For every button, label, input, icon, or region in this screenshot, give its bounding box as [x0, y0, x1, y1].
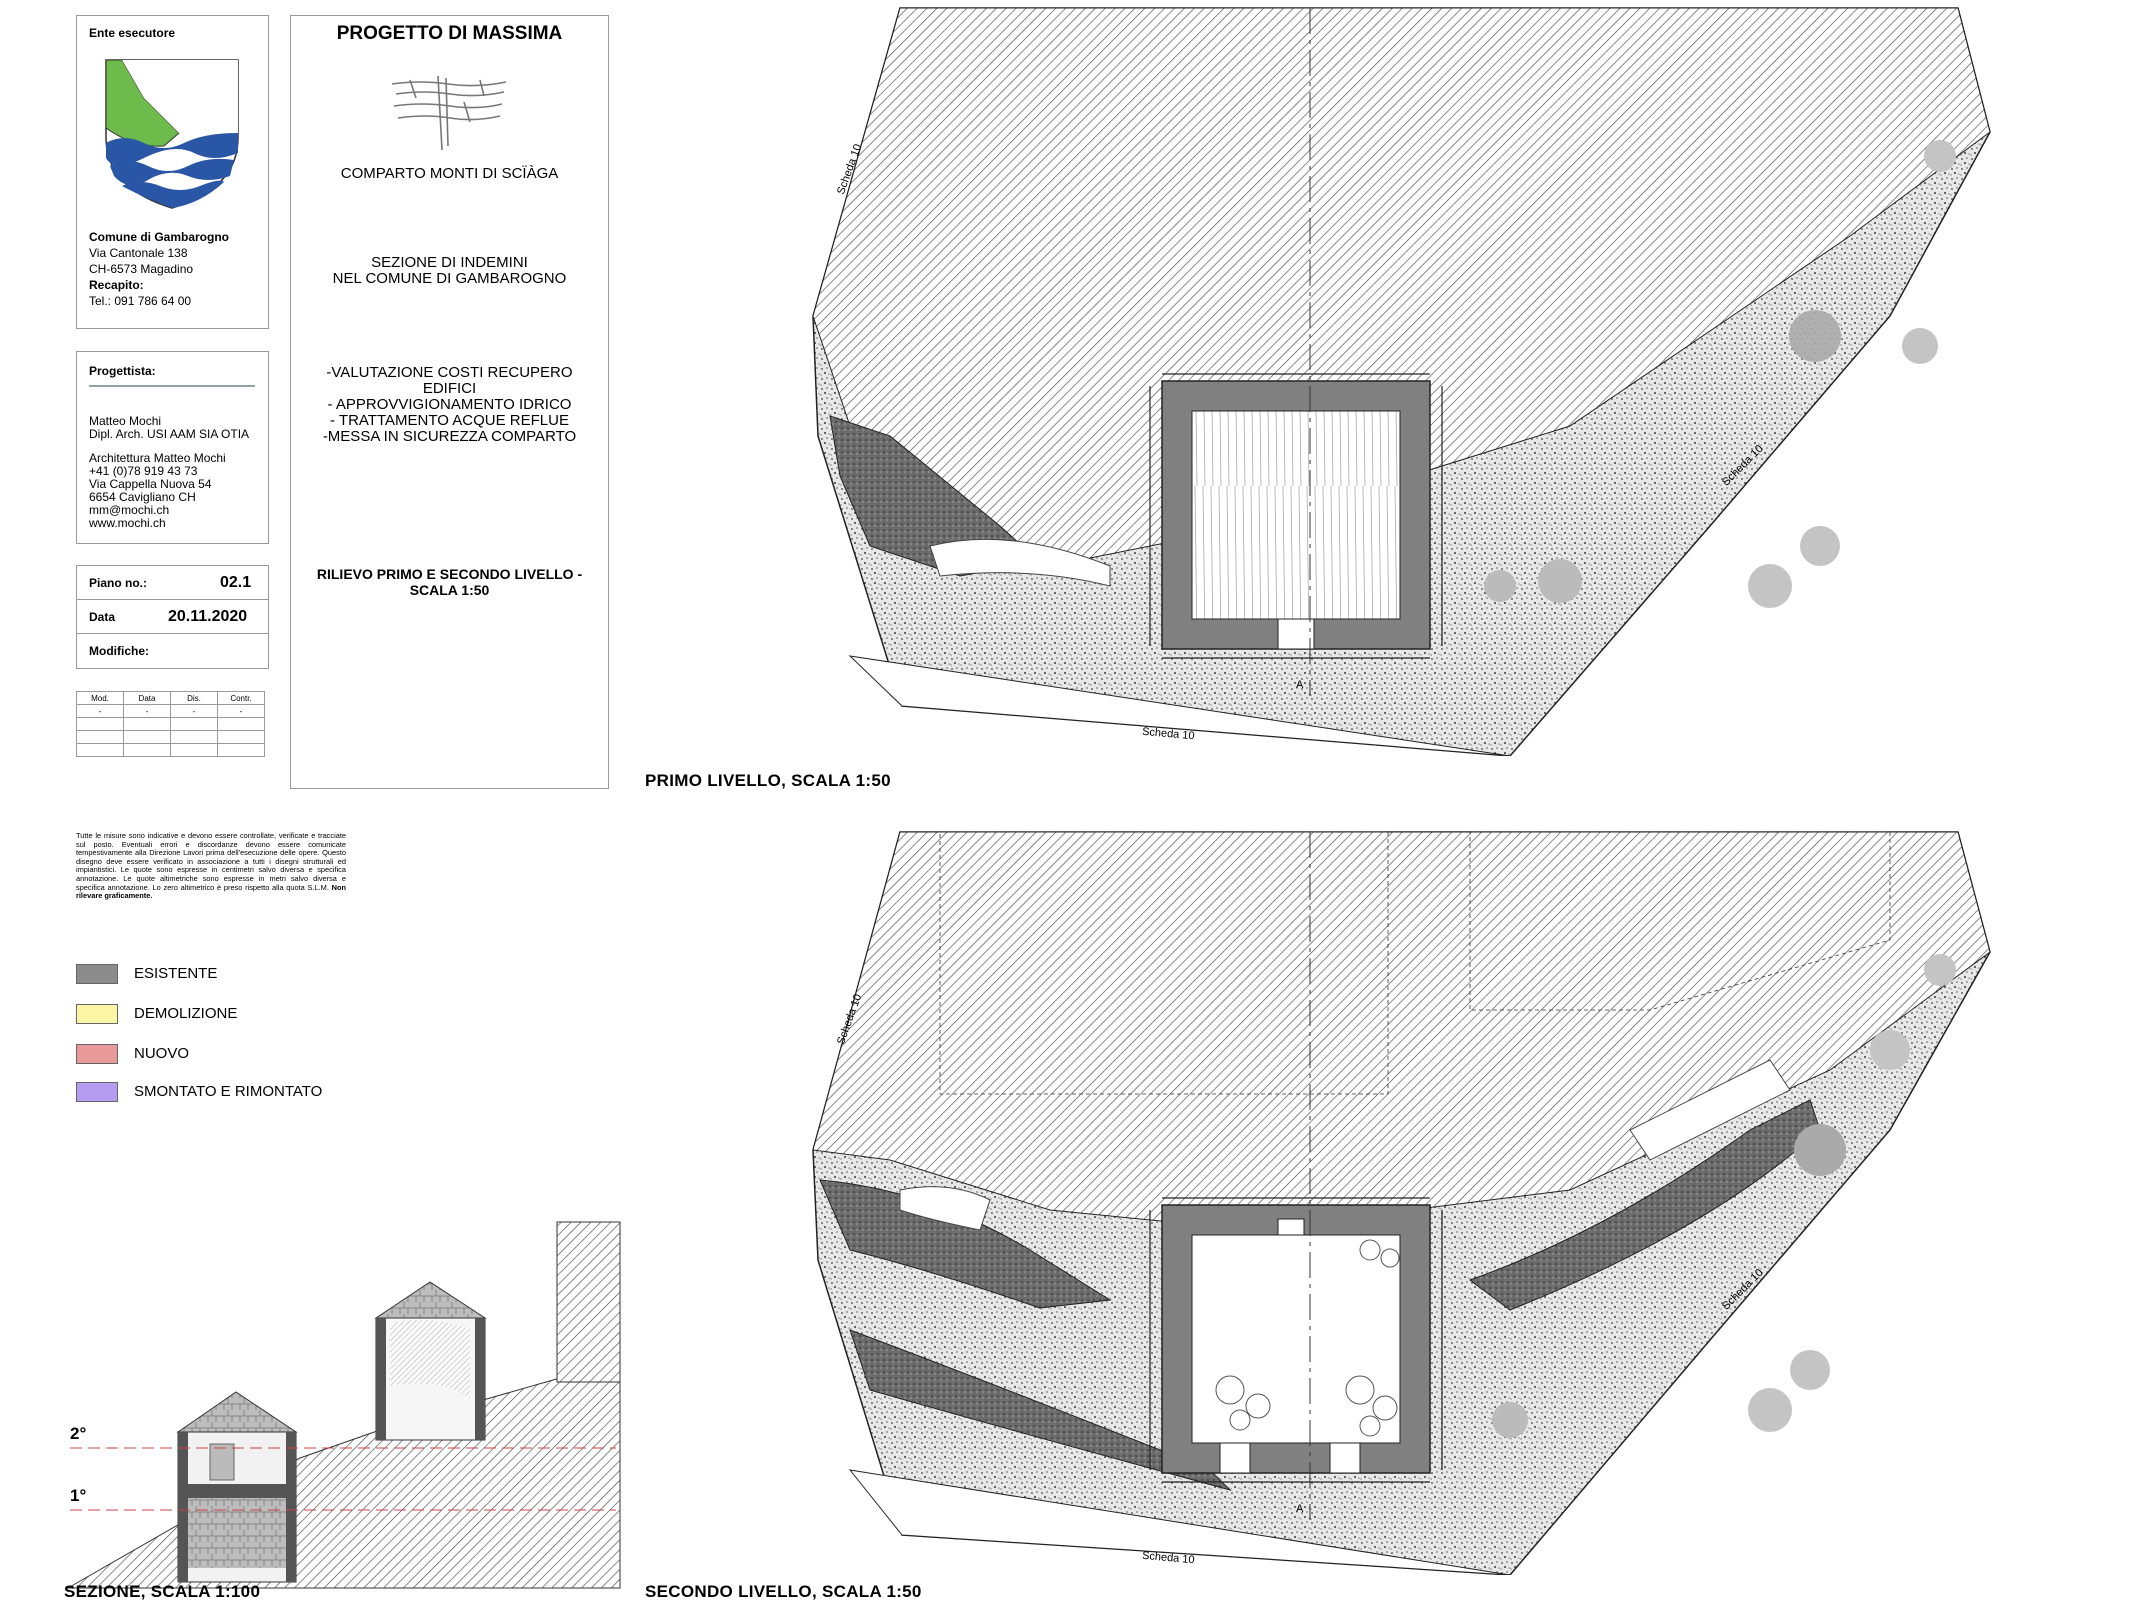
progettista-email: mm@mochi.ch — [89, 503, 170, 517]
disclaimer-bold: Non rilevare graficamente. — [76, 882, 346, 901]
section-caption: SEZIONE, SCALA 1:100 — [64, 1582, 261, 1601]
modifications-table: Mod. Data Dis. Contr. - - - - — [76, 691, 265, 757]
progettista-label: Progettista: — [89, 364, 156, 378]
recapito-label: Recapito: — [89, 278, 144, 292]
progettista-city: 6654 Cavigliano CH — [89, 490, 196, 504]
project-title: PROGETTO DI MASSIMA — [336, 23, 563, 44]
project-rilievo-line1: RILIEVO PRIMO E SECONDO LIVELLO - — [316, 566, 583, 582]
table-header-cell: Mod. — [76, 691, 124, 705]
progettista-name: Matteo Mochi — [89, 414, 162, 428]
project-logo-sticks — [391, 75, 507, 150]
piano-box — [76, 565, 269, 669]
table-header-cell: Dis. — [170, 691, 218, 705]
project-scope-line2: EDIFICI — [422, 380, 477, 397]
project-rilievo-line2: SCALA 1:50 — [409, 582, 490, 598]
section-drawing — [66, 1221, 621, 1589]
table-cell: - — [76, 704, 124, 718]
legend-swatch-esistente — [76, 964, 118, 984]
modifiche-label: Modifiche: — [89, 644, 149, 658]
table-header-cell: Data — [123, 691, 171, 705]
piano-divider-1 — [76, 599, 269, 600]
plan2-caption: SECONDO LIVELLO, SCALA 1:50 — [645, 1582, 922, 1601]
legend-swatch-smontato — [76, 1082, 118, 1102]
table-cell: - — [123, 704, 171, 718]
gambarogno-coat-of-arms-logo — [105, 59, 239, 209]
progettista-box — [76, 351, 269, 544]
plan-primo-livello — [812, 7, 1991, 756]
table-header-cell: Contr. — [217, 691, 265, 705]
plan-secondo-livello — [812, 831, 1991, 1575]
piano-divider-2 — [76, 633, 269, 634]
comune-street: Via Cantonale 138 — [89, 246, 188, 260]
project-box — [290, 15, 609, 789]
table-cell: - — [170, 704, 218, 718]
plan2-cut-label: A — [1296, 1503, 1304, 1515]
comune-name: Comune di Gambarogno — [89, 230, 230, 244]
comune-tel: Tel.: 091 786 64 00 — [89, 294, 192, 308]
project-scope-line4: - TRATTAMENTO ACQUE REFLUE — [330, 412, 569, 429]
project-sezione-line2: NEL COMUNE DI GAMBAROGNO — [332, 270, 567, 287]
table-cell: - — [217, 704, 265, 718]
legend-label-smontato: SMONTATO E RIMONTATO — [134, 1083, 323, 1100]
table-row — [76, 743, 265, 757]
comune-city: CH-6573 Magadino — [89, 262, 194, 276]
plan1-cut-label: A — [1296, 679, 1304, 691]
table-row — [76, 717, 265, 731]
project-comparto: COMPARTO MONTI DI SCÏÀGA — [340, 165, 559, 182]
ente-box — [76, 15, 269, 329]
progettista-phone: +41 (0)78 919 43 73 — [89, 464, 198, 478]
project-scope-line1: -VALUTAZIONE COSTI RECUPERO — [326, 364, 573, 381]
legend-label-esistente: ESISTENTE — [134, 965, 218, 982]
piano-value: 02.1 — [220, 574, 252, 591]
table-row: - - - - — [76, 704, 265, 718]
progettista-web: www.mochi.ch — [89, 516, 166, 530]
legend-label-demolizione: DEMOLIZIONE — [134, 1005, 238, 1022]
progettista-street: Via Cappella Nuova 54 — [89, 477, 212, 491]
section-level-1-label: 1° — [70, 1486, 87, 1505]
table-row — [76, 730, 265, 744]
progettista-title: Dipl. Arch. USI AAM SIA OTIA — [89, 427, 250, 441]
plan1-caption: PRIMO LIVELLO, SCALA 1:50 — [645, 771, 891, 790]
disclaimer-text: Tutte le misure sono indicative e devono… — [76, 831, 346, 892]
disclaimer: Tutte le misure sono indicative e devono… — [76, 831, 346, 901]
legend-swatch-demolizione — [76, 1004, 118, 1024]
table-header-row: Mod. Data Dis. Contr. — [76, 691, 265, 705]
project-sezione-line1: SEZIONE DI INDEMINI — [371, 254, 528, 271]
legend-label-nuovo: NUOVO — [134, 1045, 190, 1062]
progettista-studio: Architettura Matteo Mochi — [89, 451, 226, 465]
piano-label: Piano no.: — [89, 576, 147, 590]
progettista-divider — [89, 385, 255, 387]
ente-label: Ente esecutore — [89, 26, 176, 40]
section-level-2-label: 2° — [70, 1424, 87, 1443]
project-scope-line3: - APPROVVIGIONAMENTO IDRICO — [327, 396, 572, 413]
legend-swatch-nuovo — [76, 1044, 118, 1064]
data-value: 20.11.2020 — [168, 608, 248, 625]
data-label: Data — [89, 610, 116, 624]
project-scope-line5: -MESSA IN SICUREZZA COMPARTO — [322, 428, 577, 445]
